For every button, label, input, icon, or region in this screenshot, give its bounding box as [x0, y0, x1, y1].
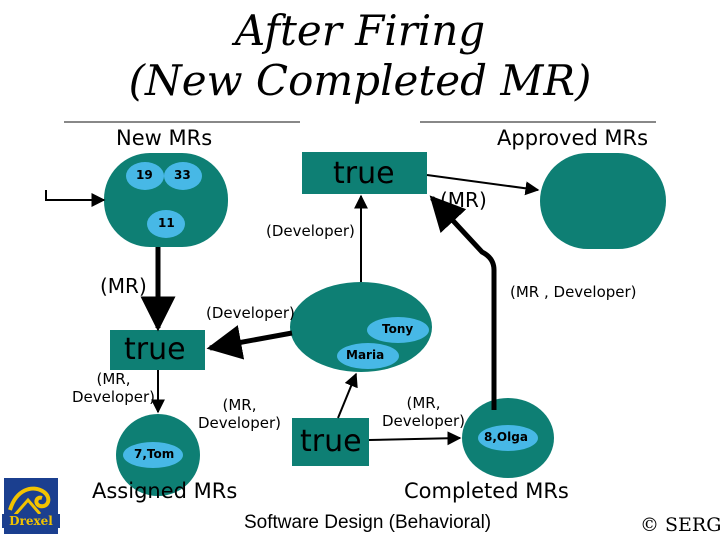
logo-subtitle: UNIVERSITY — [12, 529, 49, 535]
token-label-tony: Tony — [382, 322, 414, 336]
arc-label-dev-to-assign: (Developer) — [206, 304, 295, 322]
token-tony — [367, 317, 429, 343]
token-19 — [126, 162, 164, 190]
transition-approve — [302, 152, 427, 194]
arc-source-to-new-mrs — [45, 190, 106, 207]
token-7-tom — [123, 442, 183, 468]
label-new-mrs: New MRs — [116, 126, 213, 150]
transition-assign — [110, 330, 205, 370]
token-11 — [147, 210, 185, 238]
token-label-19: 19 — [136, 168, 153, 182]
token-8-olga — [478, 425, 538, 451]
arc-label-complete-to-completed: (MR, Developer) — [382, 394, 465, 430]
slide-title-line1: After Firing — [234, 6, 486, 55]
logo-name: Drexel — [2, 514, 60, 528]
copyright-text: © SERG — [640, 514, 720, 536]
arc-label-approved-to-complete: (MR , Developer) — [510, 283, 637, 301]
guard-approve: true — [333, 156, 395, 191]
label-approved-mrs: Approved MRs — [497, 126, 649, 150]
slide-title-line2: (New Completed MR) — [128, 56, 592, 105]
place-approved-mrs — [540, 153, 666, 249]
token-33 — [164, 162, 202, 190]
footer-text: Software Design (Behavioral) — [244, 512, 492, 533]
place-developers — [290, 282, 432, 372]
token-label-maria: Maria — [346, 348, 385, 362]
arc-label-assign-to-assigned: (MR, Developer) — [72, 370, 155, 406]
arc-approve-to-approved — [426, 174, 540, 196]
label-assigned-mrs: Assigned MRs — [92, 479, 238, 503]
arc-label-new-to-assign: (MR) — [100, 274, 147, 298]
token-label-7-tom: 7,Tom — [134, 447, 175, 461]
arc-dev-to-assign — [206, 325, 293, 360]
transition-complete — [292, 418, 369, 466]
arc-label-assigned-to-complete: (MR, Developer) — [198, 396, 281, 432]
guard-assign: true — [124, 332, 186, 367]
token-maria — [337, 343, 399, 369]
arc-complete-feedback — [429, 195, 497, 410]
arc-label-approve-to-approved: (MR) — [440, 188, 487, 212]
arc-label-dev-to-approve: (Developer) — [266, 222, 355, 240]
token-label-8-olga: 8,Olga — [484, 430, 528, 444]
token-label-33: 33 — [174, 168, 191, 182]
arc-complete-to-dev — [337, 372, 358, 419]
token-label-11: 11 — [158, 216, 175, 230]
guard-complete: true — [300, 424, 362, 459]
label-completed-mrs: Completed MRs — [404, 479, 569, 503]
arc-complete-to-completed — [368, 431, 462, 446]
